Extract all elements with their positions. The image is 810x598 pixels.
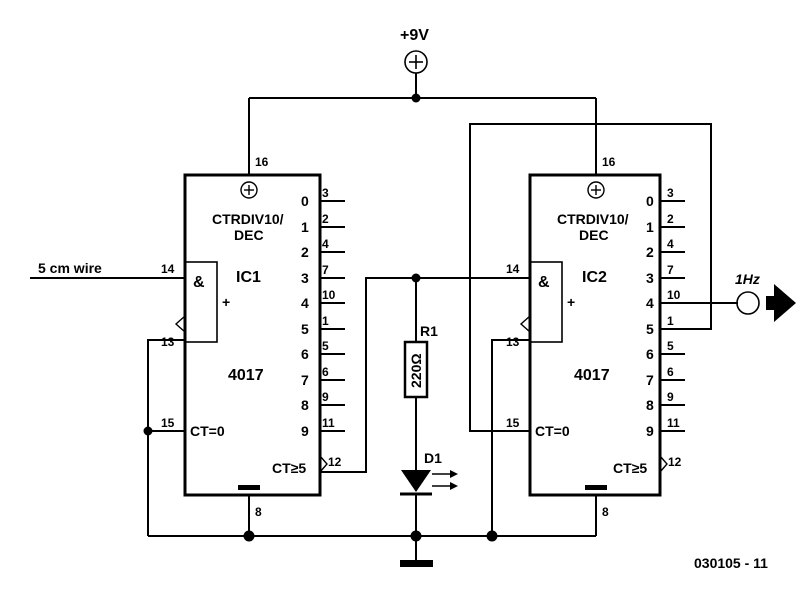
junction-dot [243, 530, 255, 542]
ic1-pin-vcc: 16 [255, 155, 269, 169]
ic2-pin-vcc: 16 [602, 155, 616, 169]
ic1-pin-rst: 15 [161, 416, 175, 430]
ic1-q-labels: 0 1 2 3 4 5 6 7 8 9 [301, 193, 309, 439]
ic1-and-label: & [193, 274, 205, 291]
junction-dot [411, 93, 421, 103]
ic1-pin-co: 12 [328, 455, 342, 469]
ic2-q-label: 3 [646, 270, 654, 286]
ic2-pin-en: 13 [506, 335, 520, 349]
ic2-pin-number: 5 [667, 339, 674, 353]
input-wire-label: 5 cm wire [38, 260, 102, 276]
ic1-q-label: 5 [301, 321, 309, 337]
ic1-pin-number: 2 [322, 212, 329, 226]
ground-symbol [400, 560, 433, 567]
ic2-pin-number: 4 [667, 237, 674, 251]
ic1-carry-label: CT≥5 [272, 460, 306, 476]
ic2-q-label: 0 [646, 193, 654, 209]
ic1-q-label: 9 [301, 423, 309, 439]
ic1-q-label: 6 [301, 346, 309, 362]
junctions [143, 93, 498, 542]
resistor-r1: R1 220Ω [403, 323, 438, 399]
ic2-pin-number: 3 [667, 186, 674, 200]
ic1-pin-number: 9 [322, 390, 329, 404]
ic1-pin-number: 4 [322, 237, 329, 251]
ic2-func-line2: DEC [579, 227, 609, 243]
ic2-pin-rst: 15 [506, 416, 520, 430]
ic1-q-label: 0 [301, 193, 309, 209]
junction-dot [410, 530, 422, 542]
ic1-q-label: 7 [301, 372, 309, 388]
ic1-pin-number: 10 [322, 288, 336, 302]
output-arrow-icon [766, 284, 796, 322]
ic1-output-pins [320, 200, 345, 432]
ic2-pin-number: 9 [667, 390, 674, 404]
ic2-pin-number: 11 [667, 416, 680, 430]
junction-dot [411, 273, 421, 283]
ic2-q-label: 2 [646, 244, 654, 260]
supply-label: +9V [400, 27, 429, 44]
ic1-pin-clk: 14 [161, 262, 175, 276]
ic1-pin-en: 13 [161, 335, 175, 349]
ic1-pin-number: 1 [322, 314, 329, 328]
ic2-output-pins [660, 200, 685, 432]
ic1-part: 4017 [228, 367, 264, 384]
ic2-pin-co: 12 [668, 455, 682, 469]
ic1-reset-label: CT=0 [190, 423, 225, 439]
figure-code: 030105 - 11 [694, 555, 768, 571]
ic1-pin-numbers: 3 2 4 7 10 1 5 6 9 11 [322, 186, 336, 430]
ic2-q-label: 5 [646, 321, 654, 337]
output-terminal: 1Hz [735, 271, 796, 322]
ic2-part: 4017 [574, 367, 610, 384]
ic2-pin-clk: 14 [506, 262, 520, 276]
resistor-value: 220Ω [408, 353, 424, 388]
ic2-q-label: 7 [646, 372, 654, 388]
ic1-pin-number: 6 [322, 365, 329, 379]
ic1-q-label: 1 [301, 219, 309, 235]
resistor-ref: R1 [420, 323, 438, 339]
wires [30, 73, 738, 562]
ic1-q-label: 2 [301, 244, 309, 260]
ic2-pin-number: 1 [667, 314, 674, 328]
ic1-pin-number: 7 [322, 263, 329, 277]
ic2-pin-number: 6 [667, 365, 674, 379]
ic2-pin-number: 7 [667, 263, 674, 277]
ic2-plus-label: + [567, 294, 575, 310]
output-label: 1Hz [735, 271, 760, 287]
ic1-q-label: 3 [301, 270, 309, 286]
ic1-func-line1: CTRDIV10/ [212, 211, 284, 227]
ic1-func-line2: DEC [234, 227, 264, 243]
ic1-q-label: 8 [301, 397, 309, 413]
ic2-q-label: 4 [646, 295, 654, 311]
led-d1: D1 [400, 450, 458, 496]
ic2-reset-label: CT=0 [535, 423, 570, 439]
ic1-pin-gnd: 8 [255, 505, 262, 519]
ic1-plus-label: + [222, 294, 230, 310]
ic1-pin-number: 3 [322, 186, 329, 200]
ic2-q-label: 8 [646, 397, 654, 413]
ic2-q-label: 9 [646, 423, 654, 439]
ic1-name: IC1 [236, 269, 261, 286]
ic2-pin-numbers: 3 2 4 7 10 1 5 6 9 11 [667, 186, 681, 430]
ic2-chip: CTRDIV10/ DEC IC2 4017 & + CT=0 CT≥5 16 … [506, 155, 685, 519]
ic1-pin-number: 5 [322, 339, 329, 353]
ic2-carry-label: CT≥5 [613, 460, 647, 476]
ic2-pin-number: 2 [667, 212, 674, 226]
ic1-pin-number: 11 [322, 416, 335, 430]
ic2-q-label: 1 [646, 219, 654, 235]
ic2-and-label: & [538, 274, 550, 291]
junction-dot [143, 426, 153, 436]
ic2-pin-number: 10 [667, 288, 681, 302]
ic2-name: IC2 [582, 269, 607, 286]
ic2-q-label: 6 [646, 346, 654, 362]
led-ref: D1 [424, 450, 442, 466]
ic1-chip: CTRDIV10/ DEC IC1 4017 & + CT=0 CT≥5 16 … [161, 155, 345, 519]
supply-symbol: +9V [400, 27, 429, 74]
ic2-pin-gnd: 8 [602, 505, 609, 519]
junction-dot [486, 530, 498, 542]
ic2-q-labels: 0 1 2 3 4 5 6 7 8 9 [646, 193, 654, 439]
ic2-func-line1: CTRDIV10/ [557, 211, 629, 227]
ic1-q-label: 4 [301, 295, 309, 311]
